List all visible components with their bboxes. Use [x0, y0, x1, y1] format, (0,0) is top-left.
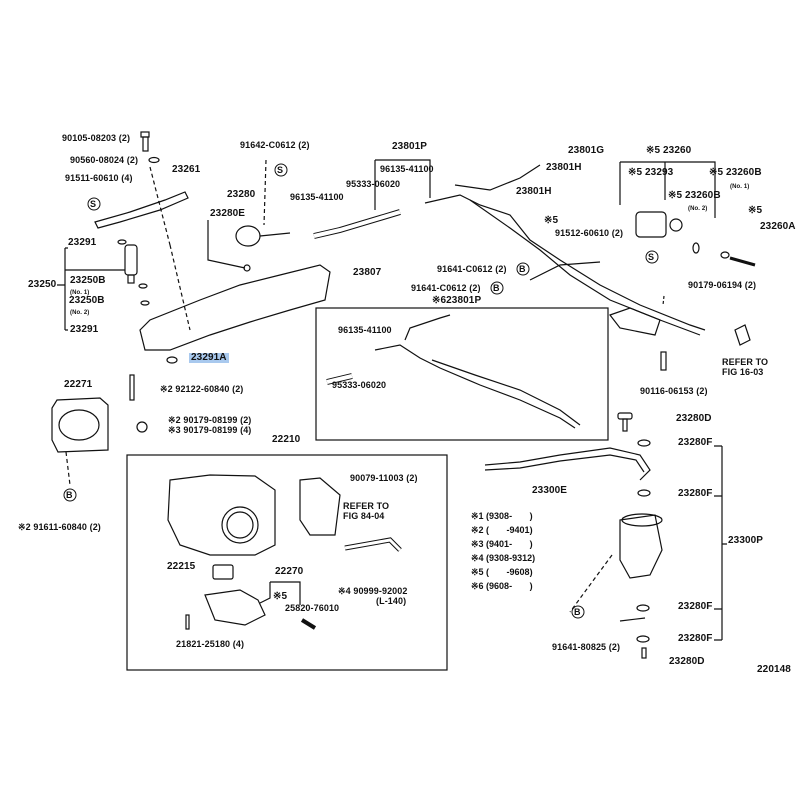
part-label[interactable]: 90079-11003 (2) — [350, 473, 418, 483]
part-label[interactable]: 23801P — [392, 141, 428, 152]
part-label[interactable]: 23300P — [728, 535, 764, 546]
fuel-pipe-part — [424, 164, 706, 336]
part-label[interactable]: ※623801P — [432, 295, 482, 306]
refer-link[interactable]: REFER TO — [722, 357, 769, 367]
part-label[interactable]: 23291 — [70, 324, 99, 335]
part-label-highlighted[interactable]: 23291A — [189, 352, 229, 363]
part-label[interactable]: 22271 — [64, 379, 93, 390]
part-label[interactable]: 23300E — [532, 485, 568, 496]
part-label[interactable]: 22210 — [272, 434, 301, 445]
part-label[interactable]: ※2 90179-08199 (2) — [168, 415, 252, 425]
date-note: ※3 (9401- ) — [471, 539, 533, 549]
inset-pipe-part — [326, 314, 581, 429]
gasket-part — [51, 374, 148, 486]
callout-s: S — [277, 165, 284, 175]
part-label[interactable]: 91641-80825 (2) — [552, 642, 621, 652]
figure-number: 220148 — [757, 664, 791, 675]
part-label[interactable]: 95333-06020 — [332, 380, 387, 390]
refer-link[interactable]: FIG 84-04 — [343, 511, 385, 521]
part-label[interactable]: ※2 92122-60840 (2) — [160, 384, 244, 394]
callout-b: B — [493, 283, 500, 293]
part-label[interactable]: ※5 23260 — [646, 145, 692, 156]
part-note: (No. 2) — [688, 206, 708, 212]
callout-circles[interactable] — [63, 163, 659, 619]
injector-part — [117, 239, 150, 306]
part-label[interactable]: 23280F — [678, 633, 713, 644]
part-label[interactable]: 22270 — [275, 566, 304, 577]
part-label[interactable]: 23291 — [68, 237, 97, 248]
part-label[interactable]: 23250B — [70, 275, 106, 286]
part-note: ※5 — [273, 591, 288, 602]
part-note: (L-140) — [376, 596, 407, 606]
bracket-part — [94, 191, 189, 229]
date-note: ※1 (9308- ) — [471, 511, 533, 521]
part-label[interactable]: 91511-60610 (4) — [65, 173, 133, 183]
part-label[interactable]: 25820-76010 — [285, 603, 340, 613]
part-label[interactable]: 23250 — [28, 279, 57, 290]
part-label[interactable]: 95333-06020 — [346, 179, 401, 189]
part-label[interactable]: 91642-C0612 (2) — [240, 140, 310, 150]
part-label[interactable]: ※5 23260B — [709, 167, 762, 178]
part-note: ※5 — [544, 215, 559, 226]
part-label[interactable]: ※5 23260B — [668, 190, 721, 201]
part-label[interactable]: ※4 90999-92002 — [338, 586, 408, 596]
part-label[interactable]: 91641-C0612 (2) — [437, 264, 507, 274]
part-label[interactable]: 23261 — [172, 164, 201, 175]
callout-s: S — [648, 252, 655, 262]
leader-lines — [57, 159, 727, 641]
date-note: ※5 ( -9608) — [471, 567, 533, 577]
part-note: ※5 — [748, 205, 763, 216]
part-label[interactable]: 23280F — [678, 601, 713, 612]
part-label[interactable]: 23280 — [227, 189, 256, 200]
part-note: (No. 1) — [70, 290, 90, 296]
callout-b: B — [519, 264, 526, 274]
callout-b: B — [574, 607, 581, 617]
part-label[interactable]: 23801H — [516, 186, 552, 197]
fuel-rail-part — [139, 264, 331, 351]
callout-s: S — [90, 199, 97, 209]
bolt-part — [140, 131, 191, 331]
part-label[interactable]: 90105-08203 (2) — [62, 133, 131, 143]
part-label[interactable]: 23280F — [678, 488, 713, 499]
throttle-body-part — [167, 474, 402, 630]
date-note: ※6 (9608- ) — [471, 581, 533, 591]
part-label[interactable]: 23250B — [69, 295, 105, 306]
o-ring-part — [166, 356, 178, 364]
refer-link[interactable]: REFER TO — [343, 501, 390, 511]
part-label[interactable]: 90560-08024 (2) — [70, 155, 139, 165]
part-label[interactable]: 96135-41100 — [290, 192, 344, 202]
part-label[interactable]: 23280E — [210, 208, 246, 219]
part-label[interactable]: 21821-25180 (4) — [176, 639, 245, 649]
part-label[interactable]: 96135-41100 — [380, 164, 434, 174]
part-label[interactable]: 23801H — [546, 162, 582, 173]
part-label[interactable]: ※5 23293 — [628, 167, 674, 178]
part-note: (No. 1) — [730, 184, 750, 190]
fuel-damper-part — [635, 211, 756, 371]
part-label[interactable]: 23807 — [353, 267, 382, 278]
callout-b: B — [66, 490, 73, 500]
part-label[interactable]: 90179-06194 (2) — [688, 280, 757, 290]
part-label[interactable]: 22215 — [167, 561, 196, 572]
fuel-filter-part — [484, 412, 663, 659]
part-label[interactable]: 23801G — [568, 145, 605, 156]
throttle-body-box — [126, 454, 448, 671]
inset-box-23801p — [315, 307, 609, 441]
part-label[interactable]: 23280D — [676, 413, 712, 424]
part-label[interactable]: 91641-C0612 (2) — [411, 283, 481, 293]
date-note: ※4 (9308-9312) — [471, 553, 536, 563]
part-label[interactable]: 91512-60610 (2) — [555, 228, 624, 238]
part-note: (No. 2) — [70, 310, 90, 316]
part-label[interactable]: 90116-06153 (2) — [640, 386, 708, 396]
part-label[interactable]: ※3 90179-08199 (4) — [168, 425, 252, 435]
part-label[interactable]: 23280F — [678, 437, 713, 448]
part-label[interactable]: 23260A — [760, 221, 796, 232]
part-label[interactable]: 96135-41100 — [338, 325, 392, 335]
refer-link[interactable]: FIG 16-03 — [722, 367, 764, 377]
part-label[interactable]: 23280D — [669, 656, 705, 667]
part-label[interactable]: ※2 91611-60840 (2) — [18, 522, 101, 532]
date-note: ※2 ( -9401) — [471, 525, 533, 535]
